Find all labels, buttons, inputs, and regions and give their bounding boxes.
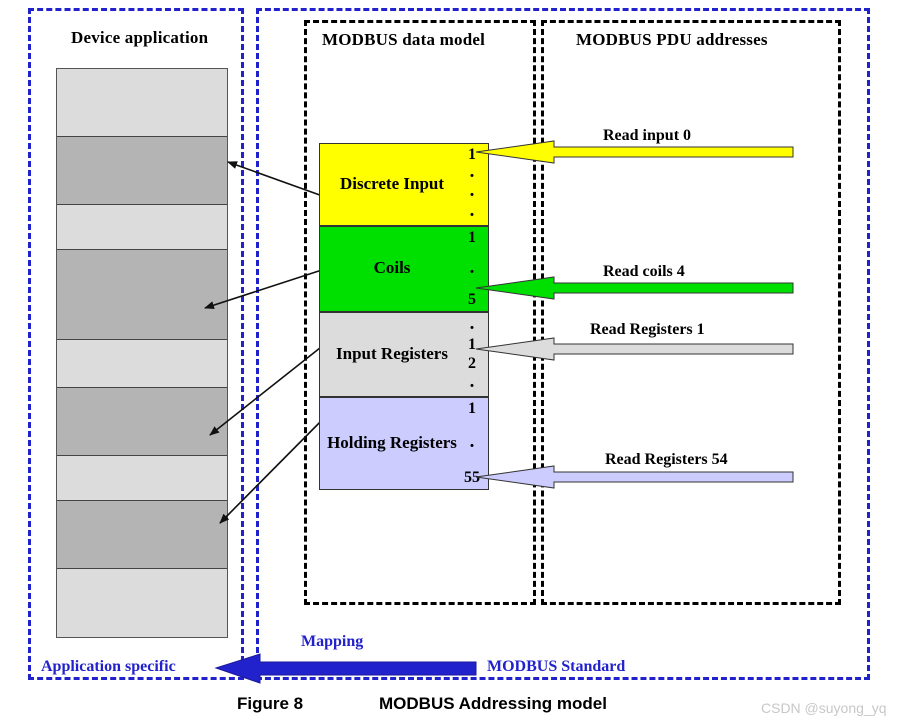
- address-value: .: [469, 370, 475, 392]
- device-application-block: [57, 205, 227, 250]
- address-value: 1: [468, 400, 476, 417]
- pdu-addresses-frame: [541, 20, 841, 605]
- device-application-block: [57, 69, 227, 137]
- data-model-block-addresses: 1.55: [459, 400, 485, 486]
- data-model-block-addresses: 1.5: [459, 229, 485, 308]
- address-value: .: [469, 160, 475, 182]
- address-value: 2: [468, 354, 476, 372]
- device-application-block: [57, 388, 227, 456]
- address-value: 55: [464, 469, 480, 486]
- data-model-frame: [304, 20, 536, 605]
- data-model-block-label: Holding Registers: [327, 432, 457, 452]
- address-value: .: [469, 256, 475, 278]
- pdu-request-label: Read input 0: [603, 127, 692, 144]
- mapping-big-arrow: [214, 653, 477, 684]
- address-value: 1: [468, 229, 476, 246]
- address-value: 1: [468, 146, 476, 163]
- address-value: .: [469, 313, 475, 334]
- data-model-block: [319, 312, 489, 397]
- data-model-block: [319, 226, 489, 312]
- data-model-block-label: Coils: [373, 258, 411, 277]
- figure-title: MODBUS Addressing model: [379, 694, 607, 713]
- address-value: .: [469, 180, 475, 202]
- address-value: 5: [468, 291, 476, 308]
- data-model-block-addresses: 1...: [459, 146, 485, 222]
- pdu-request-label: Read Registers 54: [605, 451, 728, 468]
- mapping-arrow-holding-registers: [219, 409, 333, 524]
- device-application-block: [57, 340, 227, 388]
- device-application-block: [57, 456, 227, 501]
- pdu-request-label: Read coils 4: [603, 263, 685, 280]
- device-application-block: [57, 501, 227, 569]
- device-application-title: Device application: [71, 28, 209, 47]
- figure-number: Figure 8: [237, 694, 304, 713]
- pdu-request-label: Read Registers 1: [590, 321, 705, 338]
- csdn-watermark: CSDN @suyong_yq: [761, 700, 887, 716]
- device-application-block: [57, 250, 227, 340]
- address-value: .: [469, 431, 475, 452]
- device-application-frame: [28, 8, 244, 680]
- data-model-block: [319, 143, 489, 226]
- data-model-block-label: Input Registers: [336, 343, 448, 363]
- pdu-request-arrow: [475, 276, 794, 300]
- device-application-block: [57, 569, 227, 637]
- data-model-title: MODBUS data model: [322, 30, 486, 49]
- pdu-request-arrow: [475, 465, 794, 489]
- mapping-arrow-coils: [204, 267, 329, 310]
- mapping-label: Mapping: [301, 633, 364, 650]
- modbus-standard-frame: [256, 8, 870, 680]
- pdu-addresses-title: MODBUS PDU addresses: [576, 30, 768, 49]
- address-value: .: [469, 199, 475, 221]
- modbus-standard-label: MODBUS Standard: [487, 658, 626, 675]
- data-model-block: [319, 397, 489, 490]
- application-specific-label: Application specific: [41, 658, 176, 675]
- mapping-arrow-input-registers: [209, 339, 331, 436]
- pdu-request-arrow: [475, 140, 794, 164]
- data-model-block-label: Discrete Input: [339, 173, 445, 193]
- device-application-stack: [56, 68, 228, 638]
- pdu-request-arrow: [475, 337, 794, 361]
- device-application-block: [57, 137, 227, 205]
- address-value: 1: [468, 336, 476, 354]
